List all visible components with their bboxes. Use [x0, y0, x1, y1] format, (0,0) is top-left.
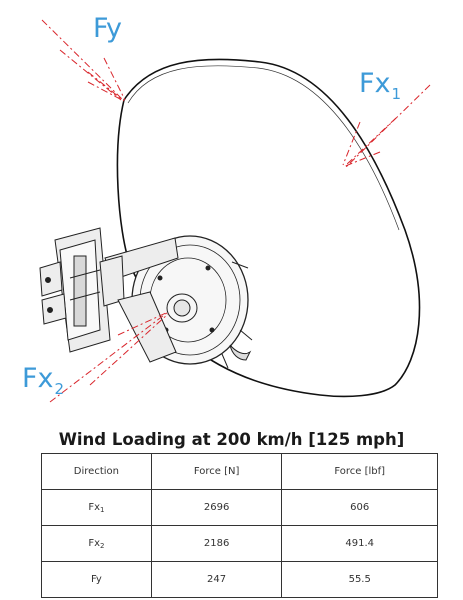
fx1-arrows [342, 84, 431, 169]
table-header-row: Direction Force [N] Force [lbf] [41, 453, 438, 490]
force-n-cell: 247 [150, 561, 283, 598]
table-row: Fx1 2696 606 [41, 489, 438, 526]
force-lbf-cell: 55.5 [281, 561, 438, 598]
table-title: Wind Loading at 200 km/h [125 mph] [58, 430, 405, 449]
force-n-cell: 2186 [150, 525, 283, 562]
antenna-drawing [39, 19, 431, 403]
table-row: Fy 247 55.5 [41, 561, 438, 598]
force-n-cell: 2696 [150, 489, 283, 526]
fx1-label: Fx1 [359, 68, 402, 103]
fy-label: Fy [93, 13, 123, 44]
fx2-arrows [49, 311, 169, 403]
wind-loading-table: Direction Force [N] Force [lbf] Fx1 2696… [41, 453, 438, 598]
force-lbf-cell: 491.4 [281, 525, 438, 562]
dish-rim-inner [127, 65, 400, 231]
header-force-n: Force [N] [150, 453, 283, 490]
direction-cell: Fx2 [41, 525, 152, 562]
antenna-diagram: Fy Fx1 Fx2 [22, 13, 431, 403]
table-row: Fx2 2186 491.4 [41, 525, 438, 562]
pole-mount [39, 227, 179, 363]
header-force-lbf: Force [lbf] [281, 453, 438, 490]
fy-arrows [41, 19, 126, 102]
direction-cell: Fx1 [41, 489, 152, 526]
direction-cell: Fy [41, 561, 152, 598]
force-lbf-cell: 606 [281, 489, 438, 526]
header-direction: Direction [41, 453, 152, 490]
fx2-label: Fx2 [22, 363, 65, 398]
